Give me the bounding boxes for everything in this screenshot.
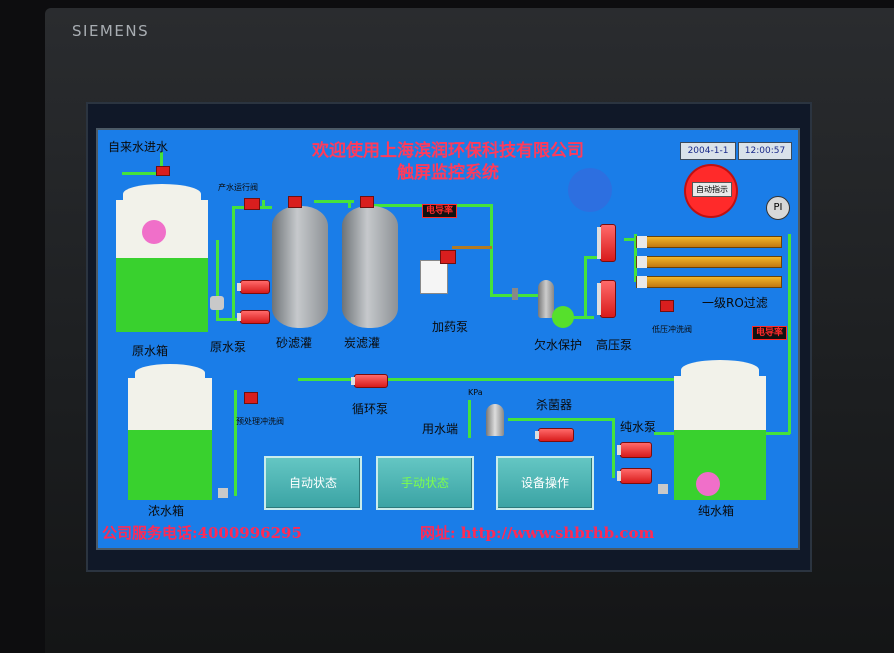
inlet-pipe-vertical bbox=[160, 152, 163, 176]
label-pure-water-tank: 纯水箱 bbox=[698, 504, 735, 518]
circulation-pump[interactable] bbox=[351, 374, 388, 388]
product-water-valve-icon[interactable] bbox=[244, 198, 260, 210]
concentrate-tank bbox=[128, 364, 212, 500]
label-ro-stage1: 一级RO过滤 bbox=[702, 296, 768, 310]
sterilizer-unit[interactable] bbox=[535, 428, 574, 442]
hmi-screen: 欢迎使用上海滨润环保科技有限公司 触屏监控系统 2004-1-1 12:00:5… bbox=[96, 128, 800, 550]
label-kpa: KPa bbox=[468, 388, 483, 397]
manual-status-button[interactable]: 手动状态 bbox=[376, 456, 474, 510]
concentrate-pipe bbox=[234, 390, 237, 496]
to-cartridge-pipe bbox=[490, 294, 550, 297]
sand-to-carbon-pipe bbox=[314, 200, 354, 203]
ro-membrane-3 bbox=[636, 276, 782, 288]
low-water-protection-lamp bbox=[552, 306, 574, 328]
pure-water-pump-1[interactable] bbox=[617, 442, 652, 458]
device-operation-button[interactable]: 设备操作 bbox=[496, 456, 594, 510]
pressure-vessel bbox=[486, 404, 504, 436]
inlet-pipe bbox=[122, 172, 162, 175]
brand-logo: SIEMENS bbox=[72, 22, 150, 40]
raw-pump-valve-icon[interactable] bbox=[210, 296, 224, 310]
outlet-pipe bbox=[468, 400, 471, 438]
auto-status-button[interactable]: 自动状态 bbox=[264, 456, 362, 510]
label-concentrate-tank: 浓水箱 bbox=[148, 504, 185, 518]
title-line-2: 触屏监控系统 bbox=[397, 163, 499, 183]
hp-pump-top bbox=[584, 256, 606, 259]
conductivity-alarm-2: 电导率 bbox=[752, 326, 788, 340]
carbon-filter-valve-icon[interactable] bbox=[360, 196, 374, 208]
label-low-pressure-flush-valve: 低压冲洗阀 bbox=[652, 325, 692, 334]
sterilizer-pipe bbox=[508, 418, 614, 421]
circulation-pipe bbox=[298, 378, 678, 381]
pressure-gauge-icon: PI bbox=[766, 196, 790, 220]
label-product-water-valve: 产水运行阀 bbox=[218, 183, 258, 192]
service-phone: 公司服务电话:4000996295 bbox=[102, 524, 302, 542]
label-raw-water-pump: 原水泵 bbox=[210, 340, 247, 354]
to-hp-pump-pipe bbox=[564, 316, 594, 319]
high-pressure-pump-1[interactable] bbox=[597, 224, 616, 262]
label-sand-filter: 砂滤灌 bbox=[276, 336, 313, 350]
ro-permeate-vertical bbox=[788, 234, 791, 434]
label-circulation-pump: 循环泵 bbox=[352, 402, 389, 416]
label-pretreat-flush-valve: 预处理冲洗阀 bbox=[236, 417, 284, 426]
low-pressure-flush-valve-icon[interactable] bbox=[660, 300, 674, 312]
pretreat-flush-valve-icon[interactable] bbox=[244, 392, 258, 404]
cartridge-filter bbox=[538, 280, 554, 318]
dosing-tank bbox=[420, 260, 448, 294]
ro-feed-1 bbox=[624, 238, 634, 241]
carbon-inlet bbox=[348, 200, 351, 208]
ro-membrane-1 bbox=[636, 236, 782, 248]
title-line-1: 欢迎使用上海滨润环保科技有限公司 bbox=[312, 141, 584, 161]
high-pressure-pump-2[interactable] bbox=[597, 280, 616, 318]
hp-pump-vertical bbox=[584, 256, 587, 318]
raw-water-pump-2[interactable] bbox=[237, 310, 270, 324]
flow-meter-icon bbox=[512, 288, 518, 300]
label-raw-water-tank: 原水箱 bbox=[132, 344, 169, 358]
label-carbon-filter: 炭滤灌 bbox=[344, 336, 381, 350]
raw-pump-pipe bbox=[216, 240, 219, 320]
inlet-valve-icon[interactable] bbox=[156, 166, 170, 176]
dosing-line bbox=[452, 246, 492, 249]
raw-tank-level-indicator bbox=[142, 220, 166, 244]
concentrate-drain-valve-icon[interactable] bbox=[218, 488, 228, 498]
feed-pipe-vertical bbox=[232, 206, 235, 318]
pure-water-pump-2[interactable] bbox=[617, 468, 652, 484]
pure-pump-pipe bbox=[612, 418, 615, 478]
label-dosing-pump: 加药泵 bbox=[432, 320, 469, 334]
raw-water-pump-1[interactable] bbox=[237, 280, 270, 294]
status-lamp-blue bbox=[568, 168, 612, 212]
auto-indicator-label: 自动指示 bbox=[692, 182, 732, 197]
dosing-pump-icon[interactable] bbox=[440, 250, 456, 264]
conductivity-alarm-1: 电导率 bbox=[422, 204, 458, 218]
ro-manifold bbox=[634, 234, 637, 282]
label-tap-water-inlet: 自来水进水 bbox=[108, 140, 169, 154]
label-water-outlet: 用水端 bbox=[422, 422, 459, 436]
carbon-filter-tank bbox=[342, 206, 398, 328]
label-high-pressure-pump: 高压泵 bbox=[596, 338, 633, 352]
pure-tank-level-indicator bbox=[696, 472, 720, 496]
time-display: 12:00:57 bbox=[738, 142, 792, 160]
pure-tank-drain-valve-icon[interactable] bbox=[658, 484, 668, 494]
date-display: 2004-1-1 bbox=[680, 142, 736, 160]
label-pure-water-pump: 纯水泵 bbox=[620, 420, 657, 434]
label-sterilizer: 杀菌器 bbox=[536, 398, 573, 412]
pure-water-tank bbox=[674, 360, 766, 500]
raw-water-tank bbox=[116, 184, 208, 332]
website-url: 网址: http://www.shbrhb.com bbox=[420, 524, 655, 542]
label-low-water-protection: 欠水保护 bbox=[534, 338, 583, 352]
dosing-pipe-vertical bbox=[490, 204, 493, 296]
sand-filter-tank bbox=[272, 206, 328, 328]
sand-filter-inlet bbox=[262, 200, 265, 208]
sand-filter-valve-icon[interactable] bbox=[288, 196, 302, 208]
ro-membrane-2 bbox=[636, 256, 782, 268]
